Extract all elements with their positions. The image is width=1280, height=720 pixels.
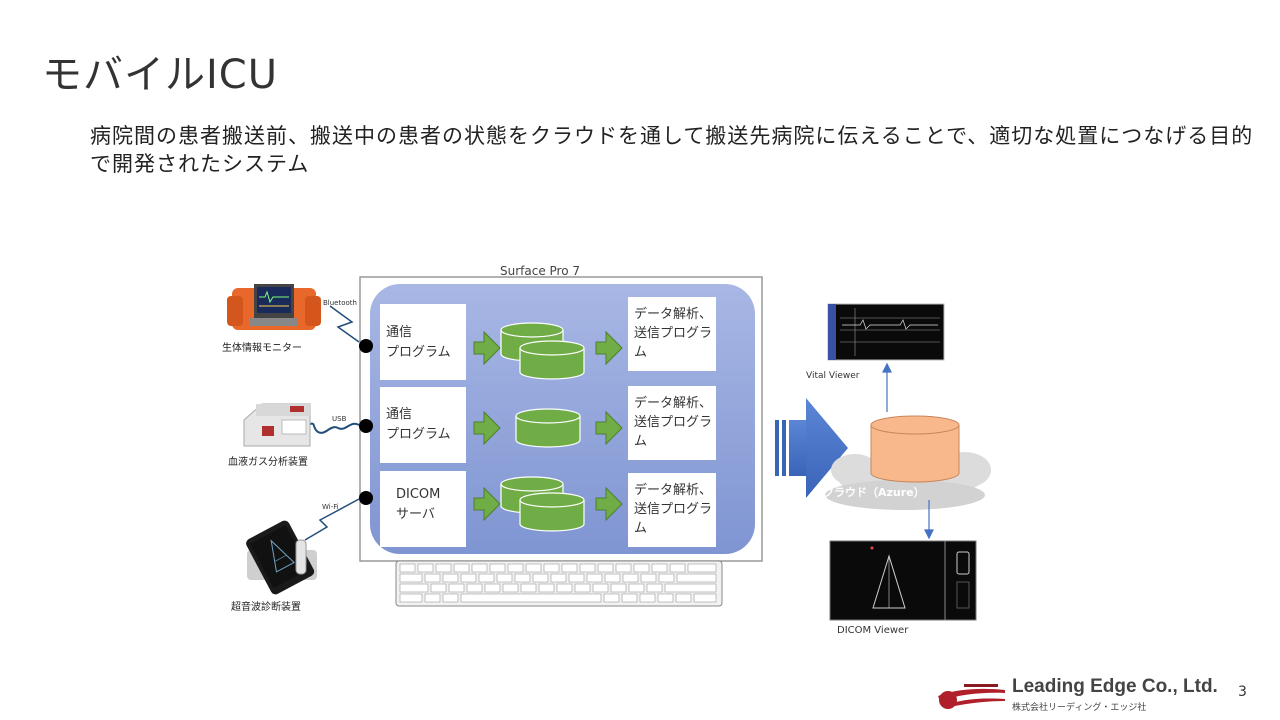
database-icon [515,408,581,448]
wifi-link-line [304,498,360,541]
arrow-down-icon [924,529,934,540]
analysis-box-1-line2: 送信プログラ [634,326,712,341]
usb-label: USB [332,415,347,423]
analysis-box-1-line1: データ解析、 [634,306,712,322]
arrow-right-icon [473,330,501,366]
connector-dot [359,419,373,433]
analysis-box-2-line3: ム [634,434,647,449]
send-to-cloud-arrow-icon [775,398,848,498]
cloud-database-icon [870,415,960,483]
arrow-right-icon [595,410,623,446]
analysis-box-1-line3: ム [634,345,647,360]
analysis-box-2: データ解析、 送信プログラ ム [628,386,716,460]
bluetooth-label: Bluetooth [323,299,357,307]
program-box-2: 通信 プログラム [380,387,466,463]
program-box-3: DICOM サーバ [380,471,466,547]
input-label-blood-gas: 血液ガス分析装置 [228,455,308,468]
program-box-2-line2: プログラム [386,427,451,442]
keyboard-image [395,560,723,607]
bluetooth-link-line [329,305,360,343]
analysis-box-1: データ解析、 送信プログラ ム [628,297,716,371]
arrow-up-icon [882,362,892,373]
input-label-patient-monitor: 生体情報モニター [222,341,302,354]
program-box-1-line2: プログラム [386,345,451,360]
arrow-right-icon [595,486,623,522]
program-box-1: 通信 プログラム [380,304,466,380]
ultrasound-device-image [246,520,317,595]
program-box-3-line1: DICOM [396,487,440,502]
analysis-box-3: データ解析、 送信プログラ ム [628,473,716,547]
dicom-viewer-image [829,540,977,621]
company-logo-icon [938,684,1005,709]
analysis-box-2-line1: データ解析、 [634,395,712,411]
slide-description: 病院間の患者搬送前、搬送中の患者の状態をクラウドを通して搬送先病院に伝えることで… [90,124,1254,176]
dicom-viewer-label: DICOM Viewer [837,625,909,636]
vital-viewer-image [827,303,945,361]
database-icon [519,340,585,380]
arrow-right-icon [595,330,623,366]
slide-title: モバイルICU [42,52,279,98]
blood-gas-analyzer-image [243,403,311,447]
connector-dot [359,491,373,505]
program-box-3-line2: サーバ [396,507,435,522]
page-number: 3 [1238,684,1247,700]
company-name: Leading Edge Co., Ltd. [1012,676,1218,697]
device-title: Surface Pro 7 [500,264,580,278]
analysis-box-2-line2: 送信プログラ [634,415,712,430]
usb-cable-line [309,422,360,434]
company-name-japanese: 株式会社リーディング・エッジ社 [1012,703,1147,713]
cloud-label: クラウド（Azure） [823,486,925,499]
vital-viewer-label: Vital Viewer [806,371,860,381]
analysis-box-3-line1: データ解析、 [634,482,712,498]
arrow-right-icon [473,486,501,522]
input-label-ultrasound: 超音波診断装置 [231,600,301,613]
analysis-box-3-line3: ム [634,521,647,536]
program-box-1-line1: 通信 [386,325,412,340]
arrow-right-icon [473,410,501,446]
wifi-label: Wi-Fi [322,503,339,511]
patient-monitor-image [227,284,321,330]
analysis-box-3-line2: 送信プログラ [634,502,712,517]
program-box-2-line1: 通信 [386,407,412,422]
connector-dot [359,339,373,353]
database-icon [519,492,585,532]
